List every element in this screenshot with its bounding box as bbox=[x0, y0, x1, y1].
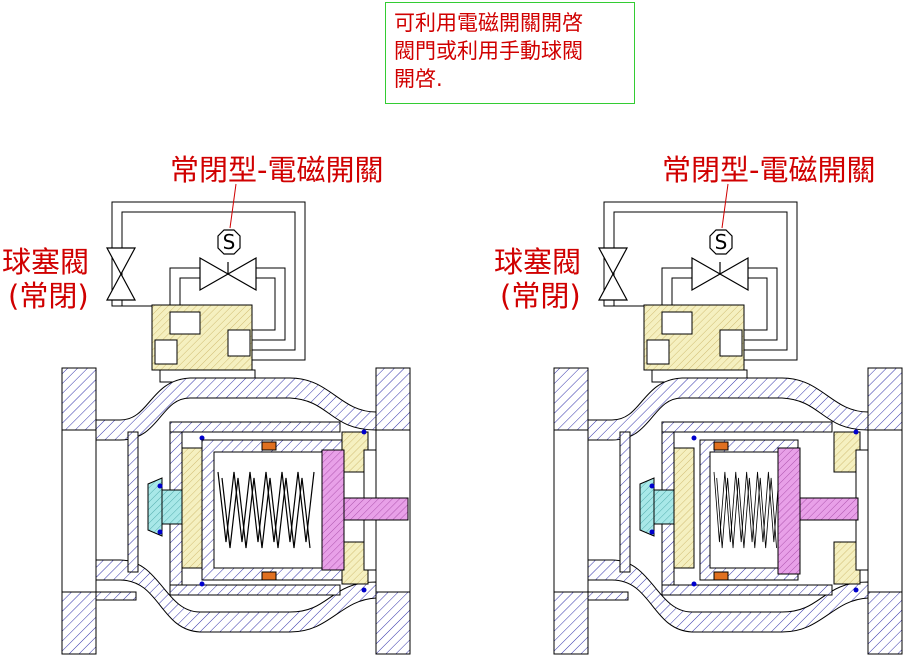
left-ball-valve-label: 球塞閥 bbox=[2, 245, 89, 279]
note-line-3: 開啓. bbox=[394, 67, 443, 91]
left-solenoid-label: 常閉型-電磁開關 bbox=[170, 153, 383, 187]
note-line-1: 可利用電磁開關開啓 bbox=[394, 11, 583, 35]
right-solenoid-label: 常閉型-電磁開關 bbox=[662, 153, 875, 187]
right-ball-valve-label: 球塞閥 bbox=[494, 245, 581, 279]
left-ball-valve-state: (常閉) bbox=[8, 279, 89, 313]
instruction-note: 可利用電磁開關開啓 閥門或利用手動球閥 開啓. bbox=[385, 2, 635, 104]
note-line-2: 閥門或利用手動球閥 bbox=[394, 39, 583, 63]
right-ball-valve-state: (常閉) bbox=[500, 279, 581, 313]
left-valve-assembly: 常閉型-電磁開關 球塞閥 (常閉) S bbox=[2, 153, 411, 655]
right-solenoid-leader bbox=[721, 183, 729, 229]
left-solenoid-leader bbox=[229, 183, 237, 229]
right-solenoid-symbol: S bbox=[715, 230, 728, 254]
left-solenoid-symbol: S bbox=[223, 230, 236, 254]
right-valve-assembly: 常閉型-電磁開關 球塞閥 (常閉) S bbox=[494, 153, 903, 655]
